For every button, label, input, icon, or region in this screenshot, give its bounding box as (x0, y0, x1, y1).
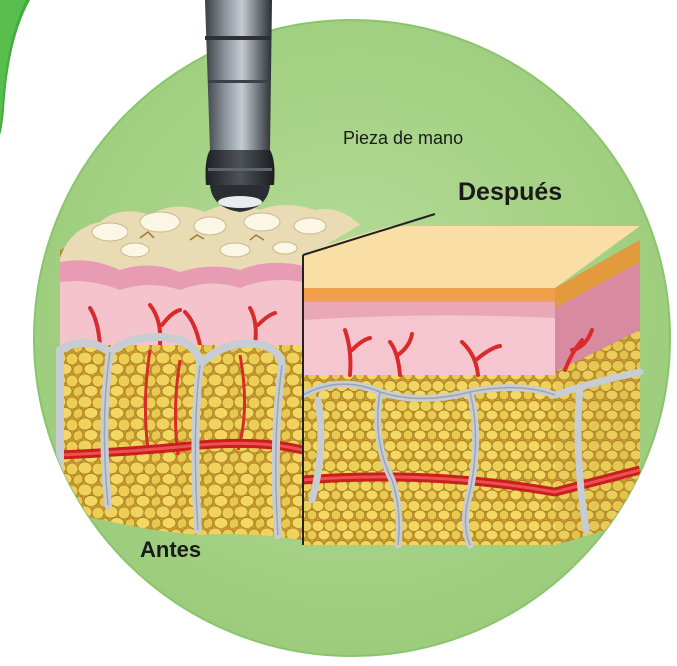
after-skin-block (303, 226, 640, 545)
handpiece-icon (205, 0, 275, 212)
after-label: Después (458, 178, 562, 207)
handpiece-label: Pieza de mano (343, 128, 463, 149)
before-label: Antes (140, 537, 201, 563)
